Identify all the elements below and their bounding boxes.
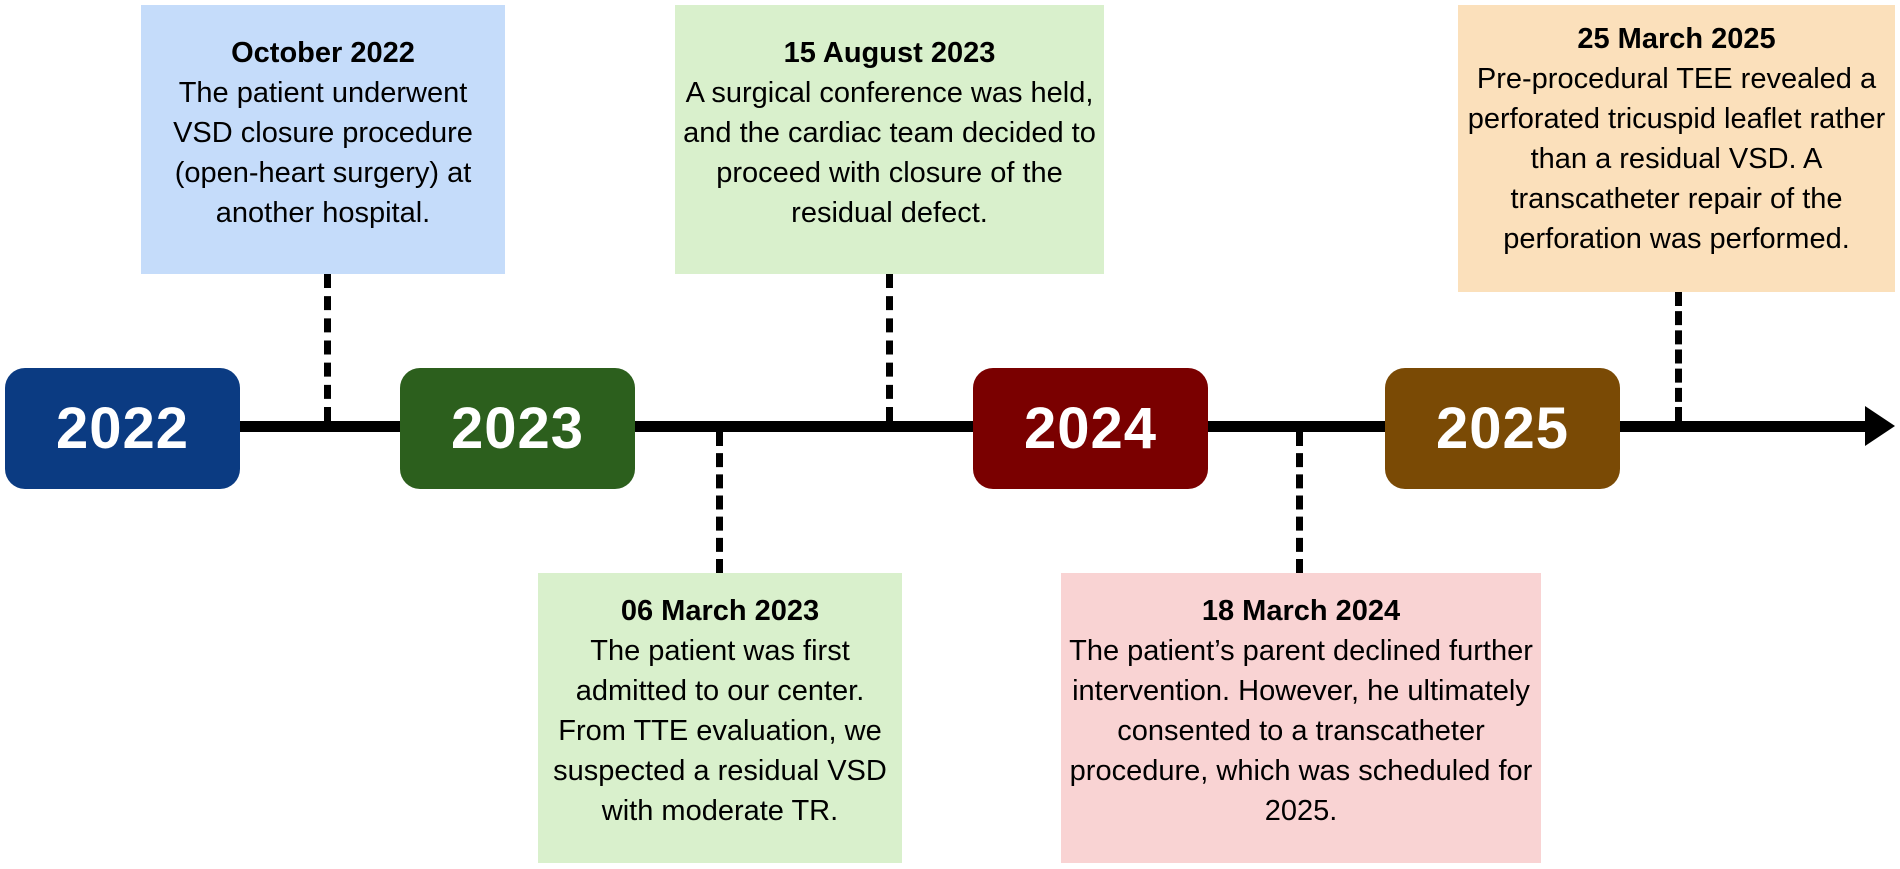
event-box-august-2023: 15 August 2023 A surgical conference was… xyxy=(675,5,1104,274)
event-date: 15 August 2023 xyxy=(783,37,996,69)
event-description: The patient was first admitted to our ce… xyxy=(553,635,887,827)
event-date: 25 March 2025 xyxy=(1577,23,1776,55)
connector-march-2023 xyxy=(716,432,723,573)
event-date: 18 March 2024 xyxy=(1201,595,1401,627)
connector-october-2022 xyxy=(324,274,331,421)
event-description: The patient underwent VSD closure proced… xyxy=(173,77,473,229)
event-date: October 2022 xyxy=(231,37,415,69)
connector-march-2024 xyxy=(1296,432,1303,573)
year-marker-2024: 2024 xyxy=(973,368,1208,489)
year-marker-2022: 2022 xyxy=(5,368,240,489)
event-box-march-2025: 25 March 2025 Pre-procedural TEE reveale… xyxy=(1458,5,1895,292)
year-marker-2025: 2025 xyxy=(1385,368,1620,489)
event-box-october-2022: October 2022 The patient underwent VSD c… xyxy=(141,5,505,274)
event-description: A surgical conference was held, and the … xyxy=(683,77,1096,229)
event-box-march-2024: 18 March 2024 The patient’s parent decli… xyxy=(1061,573,1541,863)
connector-march-2025 xyxy=(1675,292,1682,421)
year-marker-2023: 2023 xyxy=(400,368,635,489)
event-box-march-2023: 06 March 2023 The patient was first admi… xyxy=(538,573,902,863)
event-date: 06 March 2023 xyxy=(620,595,820,627)
timeline-arrowhead xyxy=(1865,406,1895,446)
event-description: The patient’s parent declined further in… xyxy=(1069,635,1533,827)
event-description: Pre-procedural TEE revealed a perforated… xyxy=(1467,63,1886,255)
connector-august-2023 xyxy=(886,274,893,421)
